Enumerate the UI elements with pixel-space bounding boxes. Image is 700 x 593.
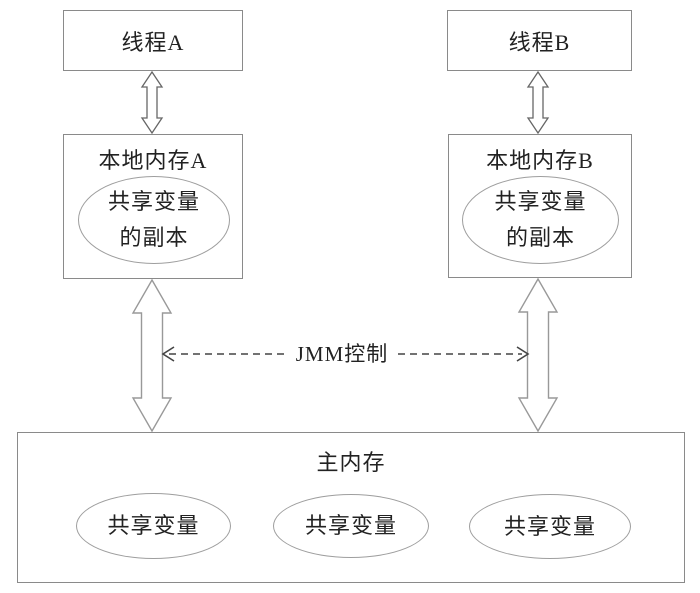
shared-variable-ellipse-2: 共享变量 xyxy=(273,494,429,558)
local-a-main-memory-double-arrow-icon xyxy=(131,279,173,432)
local-memory-b-box: 本地内存B 共享变量 的副本 xyxy=(448,134,632,278)
main-memory-label: 主内存 xyxy=(316,450,386,475)
shared-variable-2-label: 共享变量 xyxy=(304,513,397,538)
shared-variable-copy-a-line2: 的副本 xyxy=(119,225,189,250)
shared-variable-3-label: 共享变量 xyxy=(503,513,596,539)
thread-b-local-b-double-arrow-icon xyxy=(526,71,550,134)
main-memory-box: 主内存 共享变量 共享变量 共享变量 xyxy=(17,432,685,583)
local-memory-a-label: 本地内存A xyxy=(98,148,208,173)
thread-b-label: 线程B xyxy=(508,29,571,55)
jmm-control-label: JMM控制 xyxy=(291,338,393,368)
shared-variable-copy-b-line2: 的副本 xyxy=(505,225,575,250)
shared-variable-copy-b-line1: 共享变量 xyxy=(494,189,587,214)
local-b-main-memory-double-arrow-icon xyxy=(517,278,559,432)
shared-variable-copy-ellipse-a: 共享变量 的副本 xyxy=(78,176,230,264)
thread-a-local-a-double-arrow-icon xyxy=(140,71,164,134)
local-memory-a-box: 本地内存A 共享变量 的副本 xyxy=(63,134,243,279)
jmm-control-dashed-arrow-icon xyxy=(161,346,530,362)
thread-a-box: 线程A xyxy=(63,10,243,71)
thread-a-label: 线程A xyxy=(121,29,185,55)
shared-variable-ellipse-3: 共享变量 xyxy=(469,494,631,559)
shared-variable-1-label: 共享变量 xyxy=(107,513,200,538)
shared-variable-copy-a-line1: 共享变量 xyxy=(107,189,200,214)
thread-b-box: 线程B xyxy=(447,10,632,71)
shared-variable-copy-ellipse-b: 共享变量 的副本 xyxy=(462,176,619,264)
local-memory-b-label: 本地内存B xyxy=(486,148,594,173)
shared-variable-ellipse-1: 共享变量 xyxy=(76,493,231,559)
